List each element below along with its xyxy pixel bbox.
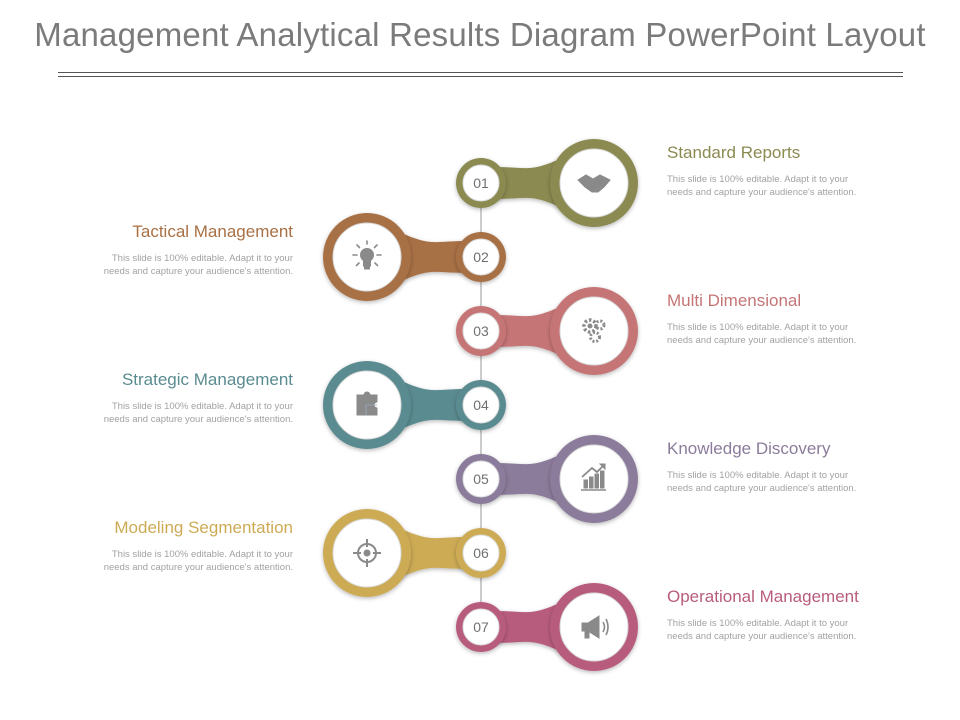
step-title: Standard Reports: [667, 143, 801, 162]
number-disc: [462, 460, 500, 498]
step-number: 02: [473, 249, 489, 265]
step-description: This slide is 100% editable. Adapt it to…: [103, 253, 293, 277]
gears-icon: [582, 318, 606, 343]
step-07: 07: [456, 583, 638, 671]
step-01: 01: [456, 139, 638, 227]
step-description: This slide is 100% editable. Adapt it to…: [667, 174, 857, 198]
number-disc: [462, 534, 500, 572]
step-title: Knowledge Discovery: [667, 439, 831, 458]
lightbulb-icon: [352, 240, 382, 270]
step-connector: [495, 601, 564, 653]
step-number: 07: [473, 619, 489, 635]
step-title: Multi Dimensional: [667, 291, 802, 310]
number-disc: [462, 386, 500, 424]
step-description: This slide is 100% editable. Adapt it to…: [667, 470, 857, 494]
number-disc: [462, 238, 500, 276]
step-number: 03: [473, 323, 489, 339]
step-connector: [397, 527, 467, 579]
step-description: This slide is 100% editable. Adapt it to…: [103, 549, 293, 573]
slide-title: Management Analytical Results Diagram Po…: [34, 16, 926, 53]
target-icon: [353, 539, 381, 567]
growth-chart-icon: [581, 463, 606, 491]
title-divider-top: [58, 72, 903, 73]
number-disc: [462, 312, 500, 350]
step-04: 04: [323, 361, 506, 449]
step-number: 05: [473, 471, 489, 487]
step-title: Strategic Management: [121, 370, 293, 389]
step-description: This slide is 100% editable. Adapt it to…: [667, 618, 857, 642]
step-connector: [495, 157, 564, 209]
step-connector: [495, 453, 564, 505]
step-connector: [397, 231, 467, 283]
step-connector: [397, 379, 467, 431]
step-06: 06: [323, 509, 506, 597]
step-number: 01: [473, 175, 489, 191]
puzzle-icon: [356, 391, 378, 416]
step-05: 05: [456, 435, 638, 523]
step-connector: [495, 305, 564, 357]
megaphone-icon: [581, 615, 609, 639]
step-title: Operational Management: [667, 587, 859, 606]
step-title: Tactical Management: [132, 222, 293, 241]
step-number: 06: [473, 545, 489, 561]
icon-disc: [559, 444, 629, 514]
step-description: This slide is 100% editable. Adapt it to…: [103, 401, 293, 425]
step-number: 04: [473, 397, 489, 413]
step-03: 03: [456, 287, 638, 375]
step-description: This slide is 100% editable. Adapt it to…: [667, 322, 857, 346]
handshake-icon: [577, 174, 611, 193]
step-title: Modeling Segmentation: [114, 518, 293, 537]
number-disc: [462, 164, 500, 202]
step-02: 02: [323, 213, 506, 301]
title-divider-bottom: [58, 76, 903, 77]
number-disc: [462, 608, 500, 646]
